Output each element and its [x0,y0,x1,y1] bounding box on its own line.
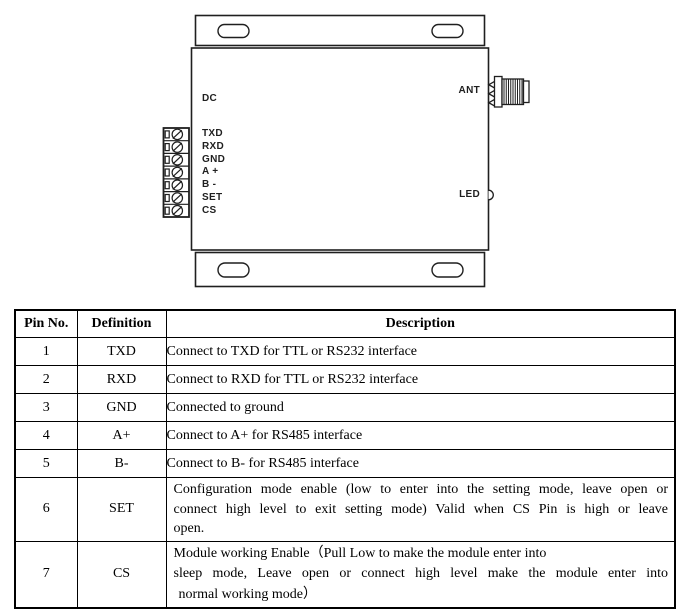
pin-label-gnd: GND [202,153,226,165]
description-cell: Connected to ground [165,393,676,422]
pin-no-cell: 5 [14,449,78,478]
table-row: 2 RXD Connect to RXD for TTL or RS232 in… [14,365,676,394]
terminal-block-outline [162,127,190,218]
pin-no-cell: 1 [14,337,78,366]
screw-slots [172,129,183,216]
antenna-flange [493,75,503,108]
table-row: 4 A+ Connect to A+ for RS485 interface [14,421,676,450]
description-cell: Configuration mode enable (low to enter … [165,477,676,542]
pin-no-cell: 2 [14,365,78,394]
terminal-block-dividers [163,140,189,205]
mounting-slot-icon [217,23,250,39]
description-line: connect high level to exit setting mode)… [173,501,669,517]
pin-definition-table: Pin No. Definition Description 1 TXD Con… [14,309,676,609]
antenna-threads [503,79,523,104]
led-label: LED [459,189,480,200]
terminal-wire-ports [164,130,170,215]
definition-cell: B- [76,449,167,478]
pin-label-b-minus: B - [202,179,217,191]
table-row: 5 B- Connect to B- for RS485 interface [14,449,676,478]
description-line: Configuration mode enable (low to enter … [173,482,669,497]
header-description: Description [165,309,676,338]
dc-label: DC [202,93,218,104]
pin-no-cell: 6 [14,477,78,542]
table-row: 3 GND Connected to ground [14,393,676,422]
terminal-screws [171,128,184,217]
mounting-slot-icon [431,262,464,278]
definition-cell: TXD [76,337,167,366]
pin-no-cell: 7 [14,540,78,609]
pin-label-rxd: RXD [202,141,225,152]
description-cell: Connect to B- for RS485 interface [165,449,676,478]
led-indicator-icon [488,189,494,201]
table-row: 6 SET Configuration mode enable (low to … [14,477,676,542]
header-pin-no: Pin No. [14,309,78,338]
device-body [190,47,490,251]
mounting-slot-icon [431,23,464,39]
definition-cell: RXD [76,365,167,394]
description-line: sleep mode, Leave open or connect high l… [173,566,669,581]
terminal-block-icon [162,127,190,218]
description-cell: Module working Enable（Pull Low to make t… [165,540,676,609]
antenna-connector-icon [487,75,530,108]
definition-cell: A+ [76,421,167,450]
table-header-row: Pin No. Definition Description [14,309,676,338]
pin-label-a-plus: A + [202,166,219,178]
pin-no-cell: 3 [14,393,78,422]
description-cell: Connect to RXD for TTL or RS232 interfac… [165,365,676,394]
pin-label-txd: TXD [202,128,223,140]
device-drawing [162,14,530,288]
description-line: Module working Enable（Pull Low to make t… [173,545,547,561]
definition-cell: CS [76,540,167,609]
pin-no-cell: 4 [14,421,78,450]
description-line: open. [173,521,205,536]
device-diagram: DC TXD RXD GND A + B - SET CS ANT LED [0,0,689,300]
ant-label: ANT [458,85,480,96]
header-definition: Definition [76,309,167,338]
pin-label-cs: CS [202,204,217,216]
description-line: normal working mode） [178,586,317,602]
antenna-tip [522,80,530,104]
description-cell: Connect to TXD for TTL or RS232 interfac… [165,337,676,366]
pin-label-set: SET [202,191,223,203]
description-cell: Connect to A+ for RS485 interface [165,421,676,450]
table-row: 1 TXD Connect to TXD for TTL or RS232 in… [14,337,676,366]
definition-cell: SET [76,477,167,542]
definition-cell: GND [76,393,167,422]
table-row: 7 CS Module working Enable（Pull Low to m… [14,540,676,609]
mounting-slot-icon [217,262,250,278]
